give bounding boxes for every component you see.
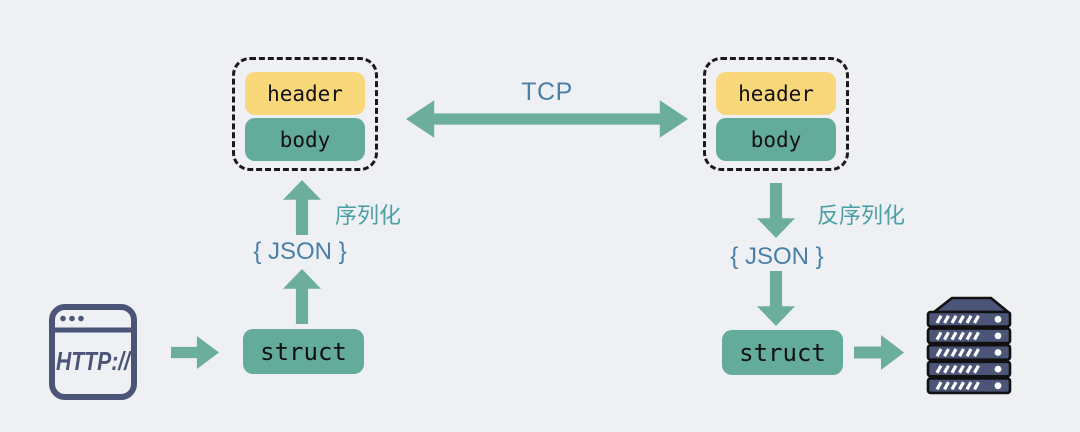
body-label-right: body [750,127,802,152]
struct-box-right: struct [722,330,843,375]
serialize-label: 序列化 [335,203,402,228]
header-box-left: header [245,72,365,115]
http-browser-icon: HTTP:// [49,304,137,400]
body-box-left: body [245,118,365,161]
body-label-left: body [279,127,331,152]
http-icon-text: HTTP:// [56,346,132,376]
packet-left: header body [232,57,378,171]
struct-label-right: struct [739,338,826,367]
json-to-packet-arrow-left [283,180,321,235]
json-to-struct-arrow-right [757,271,795,326]
struct-label-left: struct [260,337,347,366]
struct-to-server-arrow [854,335,904,370]
header-box-right: header [716,72,836,115]
json-label-left: { JSON } [253,238,347,265]
packet-right: header body [703,57,849,171]
server-rack-icon [926,296,1012,395]
packet-to-json-arrow-right [757,183,795,238]
deserialize-label: 反序列化 [817,203,906,228]
header-label-left: header [267,81,343,106]
client-to-struct-arrow [171,336,219,369]
struct-box-left: struct [243,329,364,374]
json-label-right: { JSON } [730,243,824,270]
tcp-label: TCP [521,78,573,106]
body-box-right: body [716,118,836,161]
struct-to-json-arrow-left [283,269,321,324]
header-label-right: header [738,81,814,106]
